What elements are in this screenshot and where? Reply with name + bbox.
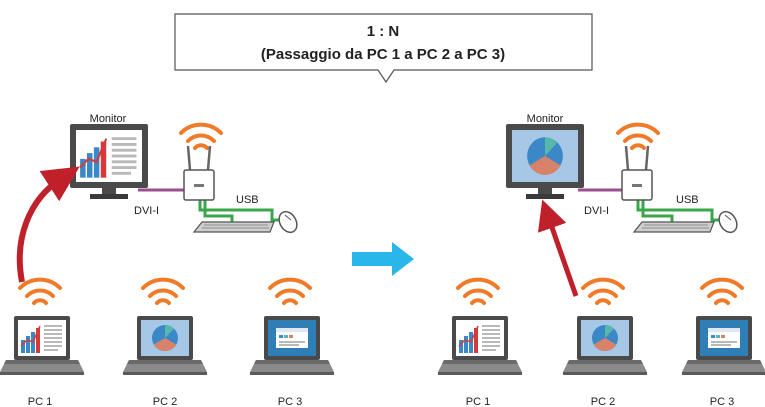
- usb-label: USB: [676, 194, 699, 206]
- left-scene: Monitor DVI-I USB PC 1 PC 2 PC 3: [0, 113, 334, 407]
- dvi-label: DVI-I: [584, 205, 609, 217]
- pc-label: PC 1: [28, 396, 52, 407]
- pc-3: PC 3: [682, 277, 765, 407]
- usb-cable-keyboard: [641, 200, 674, 222]
- keyboard-icon: [193, 221, 275, 233]
- switch-arrow: [16, 166, 80, 283]
- laptop-icon: [438, 316, 522, 375]
- callout-line-1: 1 : N: [367, 23, 400, 40]
- monitor: [506, 124, 584, 199]
- right-scene: Monitor DVI-I USB PC 1 PC 2 PC 3: [438, 113, 765, 407]
- wifi-icon: [616, 122, 660, 150]
- laptop-icon: [563, 316, 647, 375]
- pc-1: PC 1: [0, 277, 84, 407]
- laptop-icon: [0, 316, 84, 375]
- wifi-icon: [456, 277, 500, 305]
- kvm-switch: [620, 144, 654, 202]
- usb-cable-mouse: [198, 200, 282, 222]
- dvi-label: DVI-I: [134, 205, 159, 217]
- pc-label: PC 1: [466, 396, 490, 407]
- laptop-icon: [123, 316, 207, 375]
- wifi-icon: [141, 277, 185, 305]
- pc-3: PC 3: [250, 277, 334, 407]
- pc-2: PC 2: [563, 277, 647, 407]
- monitor: [70, 124, 148, 199]
- wifi-icon: [581, 277, 625, 305]
- pc-2: PC 2: [123, 277, 207, 407]
- mouse-icon: [714, 207, 742, 237]
- wifi-icon: [700, 277, 744, 305]
- wifi-icon: [18, 277, 62, 305]
- pc-label: PC 2: [153, 396, 177, 407]
- keyboard-icon: [633, 221, 715, 233]
- mouse-icon: [274, 207, 302, 237]
- kvm-switch: [182, 144, 216, 202]
- pc-label: PC 3: [710, 396, 734, 407]
- callout-line-2: (Passaggio da PC 1 a PC 2 a PC 3): [261, 46, 505, 63]
- laptop-icon: [682, 316, 765, 375]
- switch-arrow: [537, 199, 579, 297]
- usb-label: USB: [236, 194, 259, 206]
- pc-1: PC 1: [438, 277, 522, 407]
- monitor-screen-pie: [512, 130, 578, 182]
- wifi-icon: [268, 277, 312, 305]
- pc-label: PC 2: [591, 396, 615, 407]
- transition-arrow: [352, 242, 414, 276]
- monitor-screen-chart: [74, 128, 144, 184]
- monitor-label: Monitor: [527, 113, 564, 125]
- callout-box: 1 : N (Passaggio da PC 1 a PC 2 a PC 3): [174, 13, 593, 84]
- usb-cable-mouse: [636, 200, 722, 222]
- laptop-icon: [250, 316, 334, 375]
- usb-cable-keyboard: [203, 200, 234, 222]
- pc-label: PC 3: [278, 396, 302, 407]
- wifi-icon: [179, 122, 223, 150]
- monitor-label: Monitor: [90, 113, 127, 125]
